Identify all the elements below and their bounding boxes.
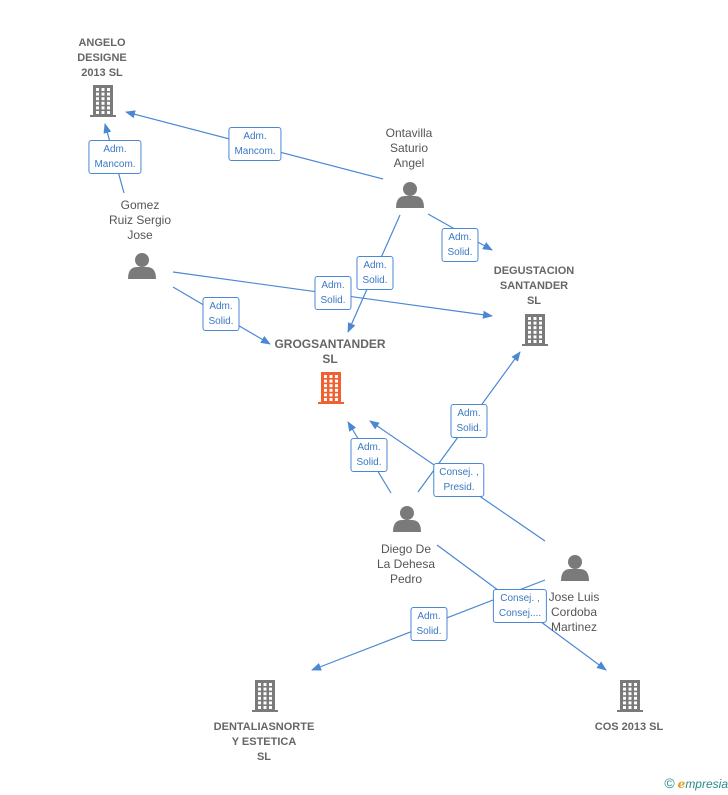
copyright-icon: © xyxy=(664,775,675,791)
node-label-ontavilla[interactable]: Ontavilla Saturio Angel xyxy=(385,126,433,170)
person-icon xyxy=(561,555,589,581)
person-icon xyxy=(396,182,424,208)
edge-label[interactable]: Adm. Solid. xyxy=(350,438,388,472)
edge-label[interactable]: Adm. Solid. xyxy=(202,297,240,331)
edge-label[interactable]: Consej. , Consej.... xyxy=(492,589,548,623)
building-icon xyxy=(252,680,278,712)
edge-label[interactable]: Adm. Solid. xyxy=(356,256,394,290)
edge-label[interactable]: Adm. Solid. xyxy=(441,228,479,262)
node-label-joseluis[interactable]: Jose Luis Cordoba Martinez xyxy=(548,590,600,634)
edge-label[interactable]: Adm. Solid. xyxy=(450,404,488,438)
node-label-degustacion[interactable]: DEGUSTACION SANTANDER SL xyxy=(493,265,575,307)
node-label-gomez[interactable]: Gomez Ruiz Sergio Jose xyxy=(108,198,172,242)
node-label-dentalias[interactable]: DENTALIASNORTE Y ESTETICA SL xyxy=(213,721,315,763)
edge-label[interactable]: Adm. Mancom. xyxy=(88,140,142,174)
edge-label[interactable]: Adm. Solid. xyxy=(314,276,352,310)
edge-label[interactable]: Adm. Solid. xyxy=(410,607,448,641)
person-icon xyxy=(128,253,156,279)
node-label-diego[interactable]: Diego De La Dehesa Pedro xyxy=(376,542,436,586)
edge-label[interactable]: Consej. , Presid. xyxy=(433,463,485,497)
node-label-grog[interactable]: GROGSANTANDER SL xyxy=(274,337,386,366)
brand-logo-text: mpresia xyxy=(685,777,728,791)
edge-label[interactable]: Adm. Mancom. xyxy=(228,127,282,161)
building-icon xyxy=(318,372,344,404)
person-icon xyxy=(393,506,421,532)
building-icon xyxy=(522,314,548,346)
brand-logo-initial: e xyxy=(677,777,686,791)
brand-footer: ©empresia xyxy=(664,775,728,791)
node-label-angelo[interactable]: ANGELO DESIGNE 2013 SL xyxy=(77,37,127,79)
building-icon xyxy=(90,85,116,117)
node-label-cos[interactable]: COS 2013 SL xyxy=(594,721,664,733)
building-icon xyxy=(617,680,643,712)
